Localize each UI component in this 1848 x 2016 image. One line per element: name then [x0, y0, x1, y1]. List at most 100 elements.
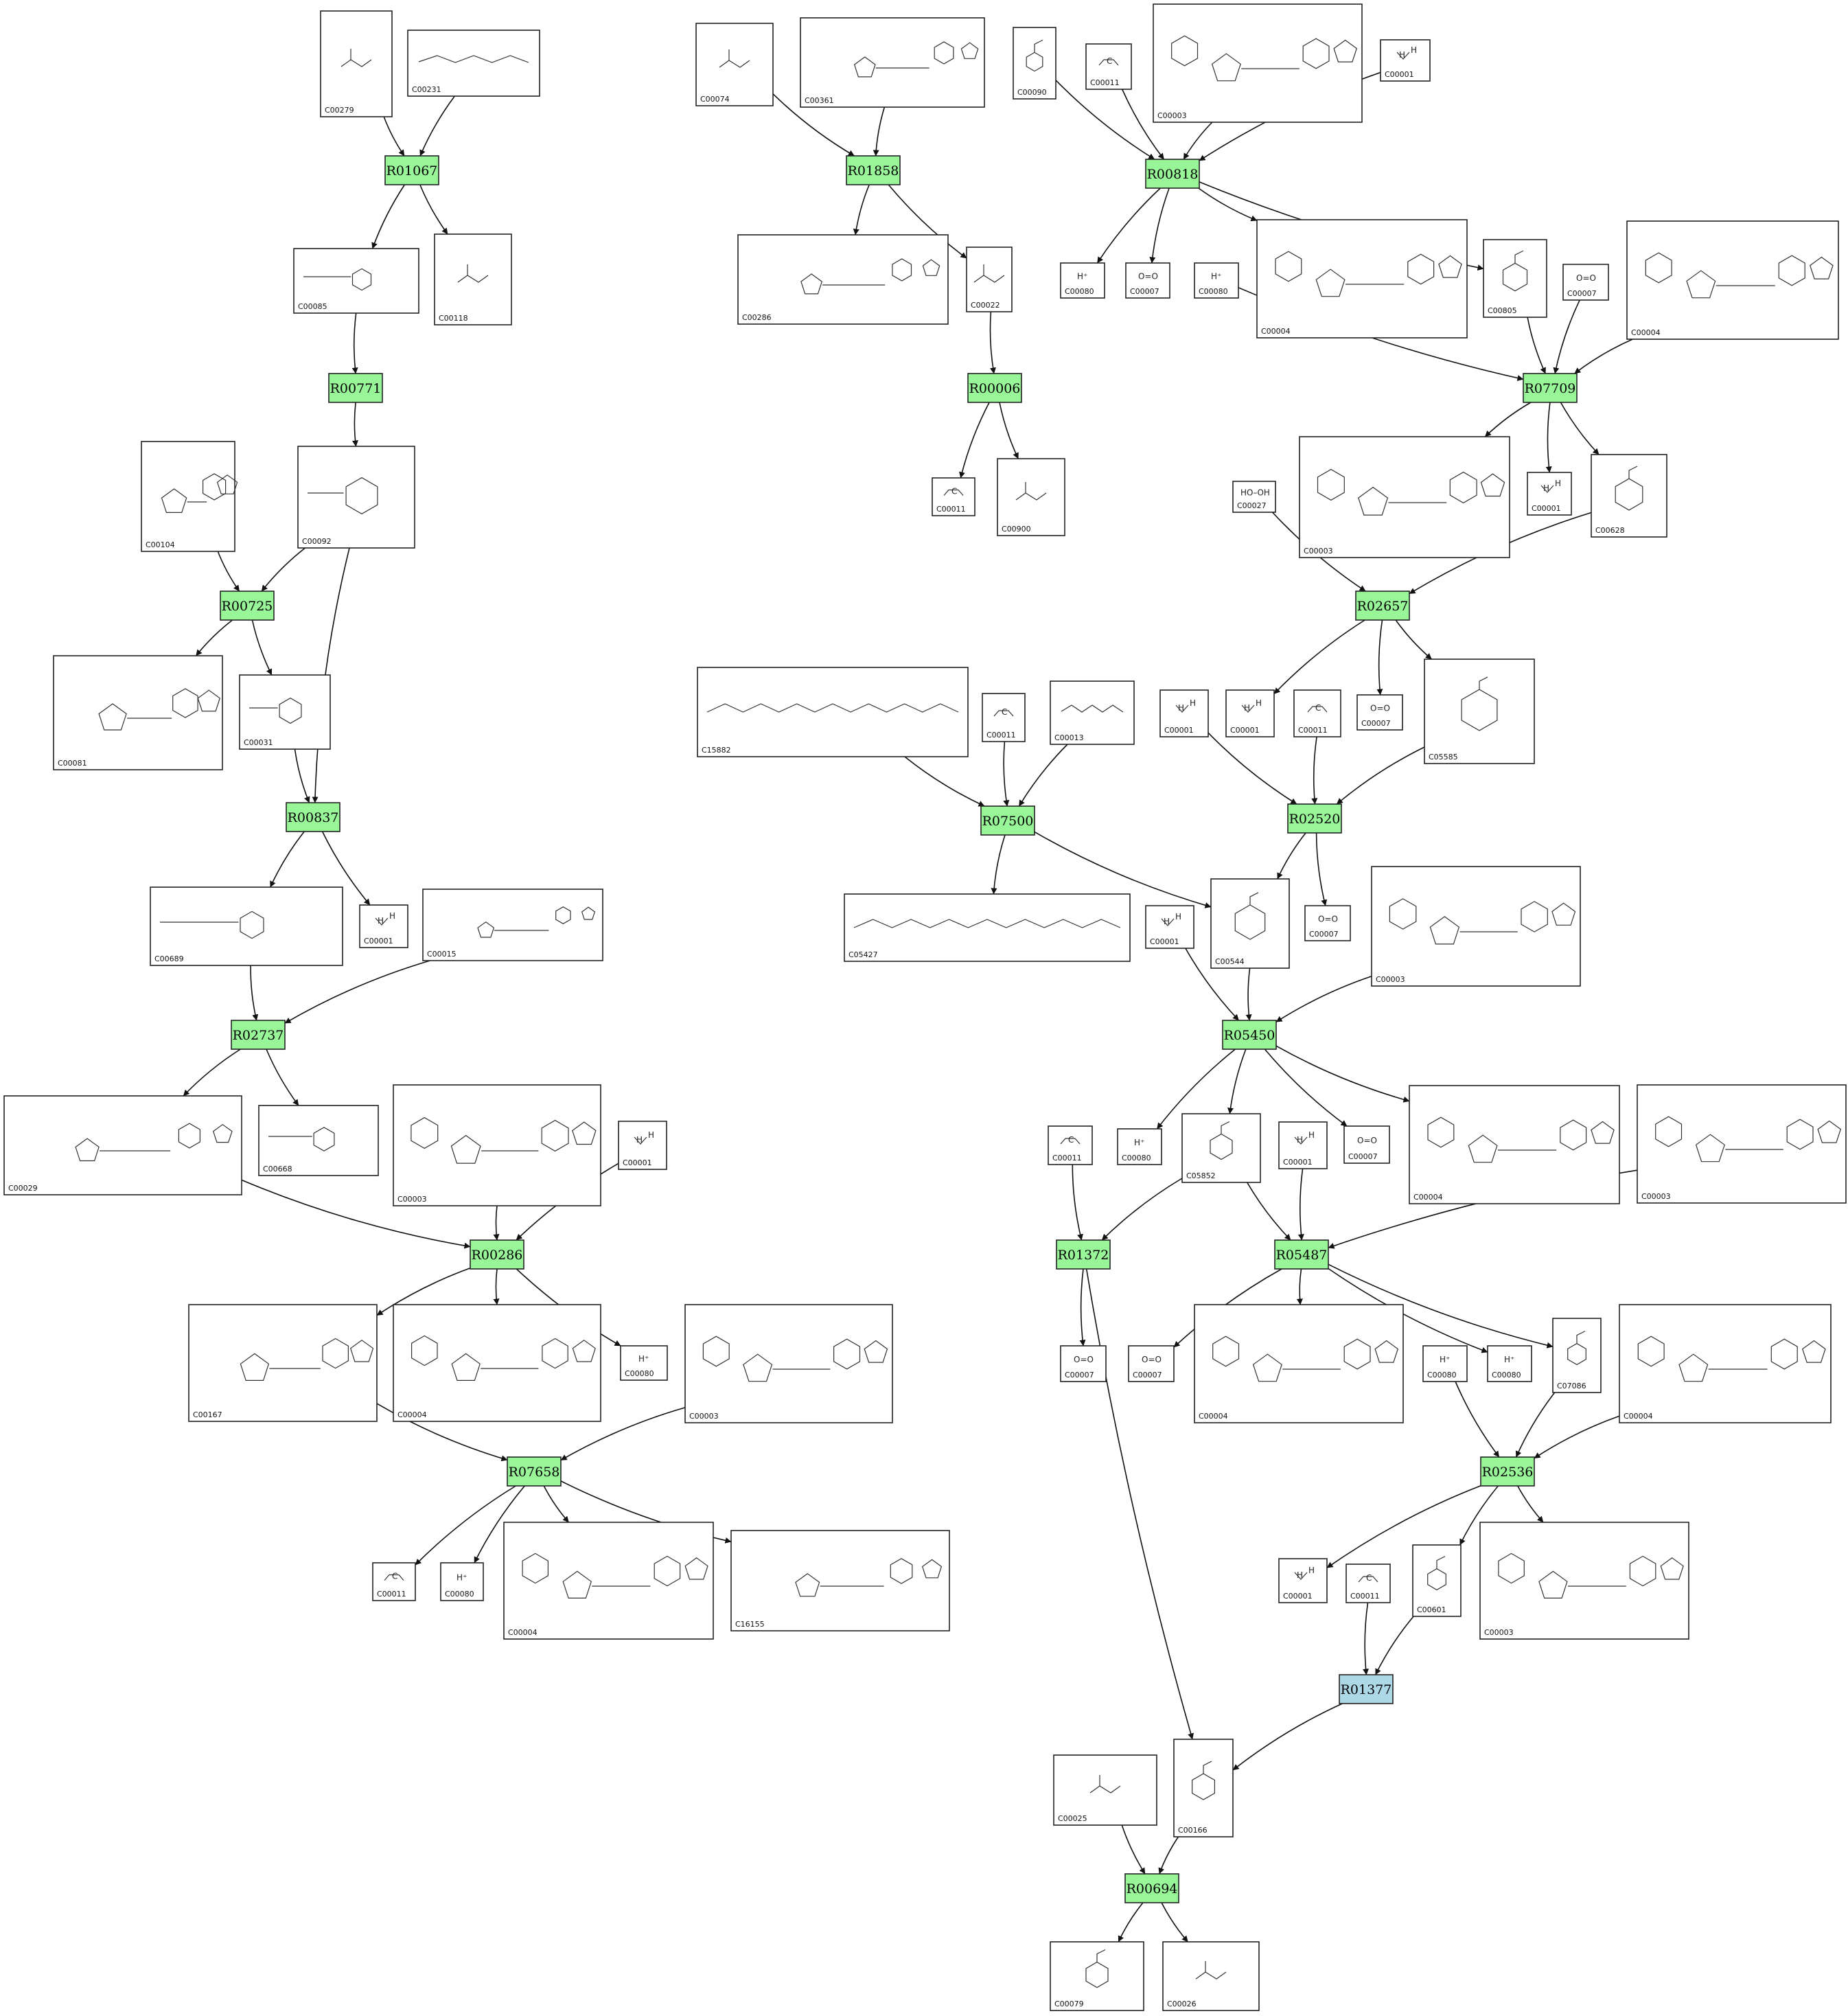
compound-node[interactable]: C00013 — [1050, 680, 1135, 745]
compound-node[interactable]: C16155 — [730, 1530, 950, 1631]
compound-node[interactable]: C00279 — [320, 10, 393, 117]
compound-node[interactable]: C00085 — [293, 248, 419, 314]
compound-node[interactable]: C00668 — [258, 1105, 379, 1176]
compound-node[interactable]: C00167 — [188, 1304, 378, 1422]
compound-node[interactable]: C00900 — [997, 458, 1065, 536]
compound-node[interactable]: C05427 — [844, 893, 1131, 962]
compound-node[interactable]: H⁺C00080 — [1194, 262, 1239, 299]
edge-c231-to-R01067 — [419, 95, 455, 157]
compound-node[interactable]: H⁺C00080 — [1422, 1345, 1468, 1382]
compound-node[interactable]: C07086 — [1552, 1318, 1602, 1393]
compound-node[interactable]: C00092 — [297, 446, 415, 549]
reaction-node[interactable]: R01858 — [846, 155, 901, 185]
reaction-node[interactable]: R02657 — [1355, 591, 1410, 621]
compound-node[interactable]: C00231 — [407, 30, 540, 97]
compound-node[interactable]: C05852 — [1181, 1113, 1261, 1183]
reaction-node[interactable]: R01067 — [384, 155, 439, 185]
reaction-node[interactable]: R01377 — [1339, 1674, 1394, 1704]
compound-node[interactable]: C00601 — [1412, 1544, 1462, 1617]
compound-node[interactable]: C00104 — [141, 441, 238, 552]
compound-node[interactable]: C00003 — [1299, 436, 1510, 558]
compound-node[interactable]: C00081 — [53, 655, 223, 770]
compound-node[interactable]: H⁺C00080 — [1117, 1128, 1162, 1165]
reaction-node[interactable]: R07500 — [980, 805, 1035, 836]
compound-node[interactable]: C00026 — [1162, 1941, 1260, 2011]
compound-node[interactable]: C00286 — [737, 234, 949, 325]
reaction-node[interactable]: R02737 — [231, 1020, 286, 1050]
compound-node[interactable]: H⁺C00080 — [620, 1345, 668, 1381]
compound-node[interactable]: C00004 — [1409, 1085, 1620, 1204]
reaction-node[interactable]: R07709 — [1523, 373, 1578, 403]
reaction-node[interactable]: R00286 — [470, 1239, 524, 1270]
compound-node[interactable]: C00118 — [434, 233, 512, 325]
reaction-node[interactable]: R01372 — [1056, 1239, 1111, 1270]
compound-node[interactable]: C00022 — [966, 247, 1013, 312]
compound-node[interactable]: C00029 — [3, 1095, 242, 1195]
compound-node[interactable]: C00004 — [1256, 219, 1468, 339]
compound-node[interactable]: C00805 — [1483, 239, 1547, 318]
compound-node[interactable]: C05585 — [1424, 658, 1535, 764]
reaction-node[interactable]: R00837 — [286, 802, 340, 832]
reaction-node[interactable]: R00694 — [1124, 1873, 1179, 1903]
compound-node[interactable]: C00003 — [1637, 1084, 1847, 1204]
compound-node[interactable]: H⁺C00080 — [1487, 1345, 1532, 1382]
compound-node[interactable]: C00361 — [800, 17, 985, 108]
reaction-node[interactable]: R00725 — [220, 591, 275, 621]
compound-node[interactable]: C00689 — [150, 886, 343, 966]
reaction-node[interactable]: R05450 — [1222, 1020, 1277, 1050]
compound-node[interactable]: C00628 — [1591, 454, 1667, 538]
compound-node[interactable]: C15882 — [697, 667, 969, 757]
reaction-node[interactable]: R00818 — [1145, 159, 1200, 189]
compound-node[interactable]: C00004 — [503, 1522, 714, 1640]
compound-node[interactable]: C00004 — [1194, 1304, 1404, 1423]
compound-node[interactable]: C00015 — [422, 889, 603, 961]
compound-node[interactable]: C00003 — [1153, 3, 1363, 123]
compound-node[interactable]: C00003 — [1479, 1522, 1689, 1640]
compound-node[interactable]: C00004 — [1619, 1304, 1832, 1423]
reaction-node[interactable]: R02520 — [1287, 803, 1342, 834]
compound-node[interactable]: C00003 — [393, 1084, 601, 1206]
compound-node[interactable]: C00090 — [1013, 27, 1056, 100]
compound-node[interactable]: C00544 — [1210, 878, 1290, 969]
compound-node[interactable]: H⁺C00080 — [440, 1562, 484, 1601]
compound-node[interactable]: C00079 — [1050, 1941, 1144, 2011]
compound-node[interactable]: C00004 — [1626, 220, 1839, 340]
reaction-node[interactable]: R07658 — [507, 1456, 562, 1487]
reaction-node[interactable]: R00771 — [328, 373, 383, 403]
reaction-node[interactable]: R02536 — [1480, 1456, 1535, 1487]
compound-node[interactable]: C00025 — [1053, 1754, 1157, 1826]
compound-node[interactable]: C00166 — [1173, 1739, 1234, 1837]
compound-node[interactable]: C00003 — [684, 1304, 893, 1423]
compound-node[interactable]: C00031 — [239, 674, 331, 750]
reaction-node[interactable]: R00006 — [967, 373, 1022, 403]
compound-node[interactable]: H⁺C00080 — [1060, 262, 1105, 299]
compound-node[interactable]: C00074 — [695, 23, 774, 106]
compound-node[interactable]: C00004 — [393, 1304, 601, 1422]
compound-node[interactable]: C00003 — [1371, 866, 1581, 987]
reaction-node[interactable]: R05487 — [1274, 1239, 1329, 1270]
